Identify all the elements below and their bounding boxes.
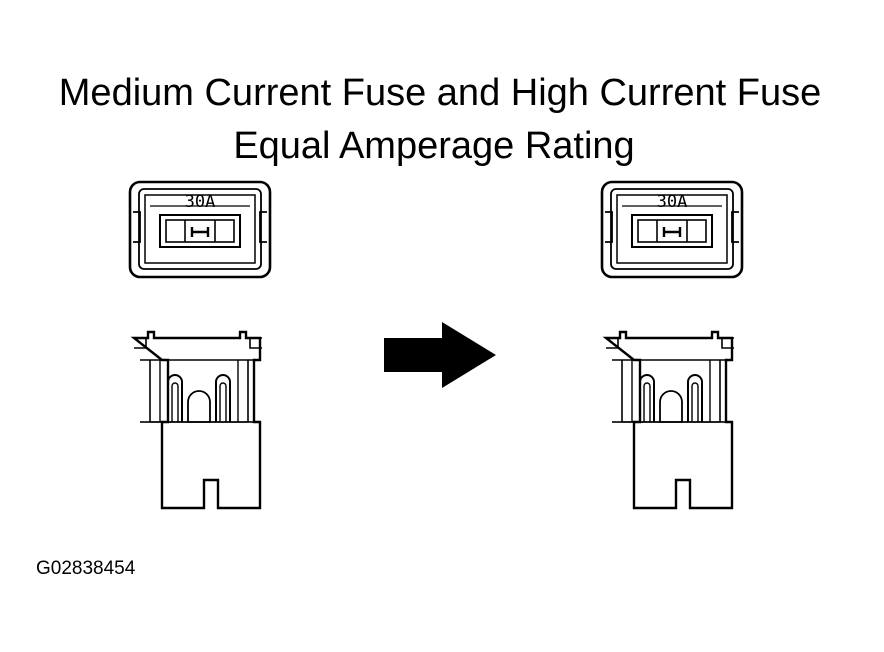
figure-id: G02838454: [36, 558, 136, 579]
title-line-1: Medium Current Fuse and High Current Fus…: [58, 72, 822, 114]
title-line-2: Equal Amperage Rating: [233, 125, 635, 167]
fuse-side-view-right: [604, 330, 736, 510]
fuse-top-view-right: 30A: [600, 180, 744, 279]
fuse-side-view-left: [132, 330, 264, 510]
arrow-right-icon: [384, 322, 496, 388]
fuse-rating-left: 30A: [185, 192, 216, 212]
fuse-top-view-left: 30A: [128, 180, 272, 279]
fuse-rating-right: 30A: [657, 192, 688, 212]
